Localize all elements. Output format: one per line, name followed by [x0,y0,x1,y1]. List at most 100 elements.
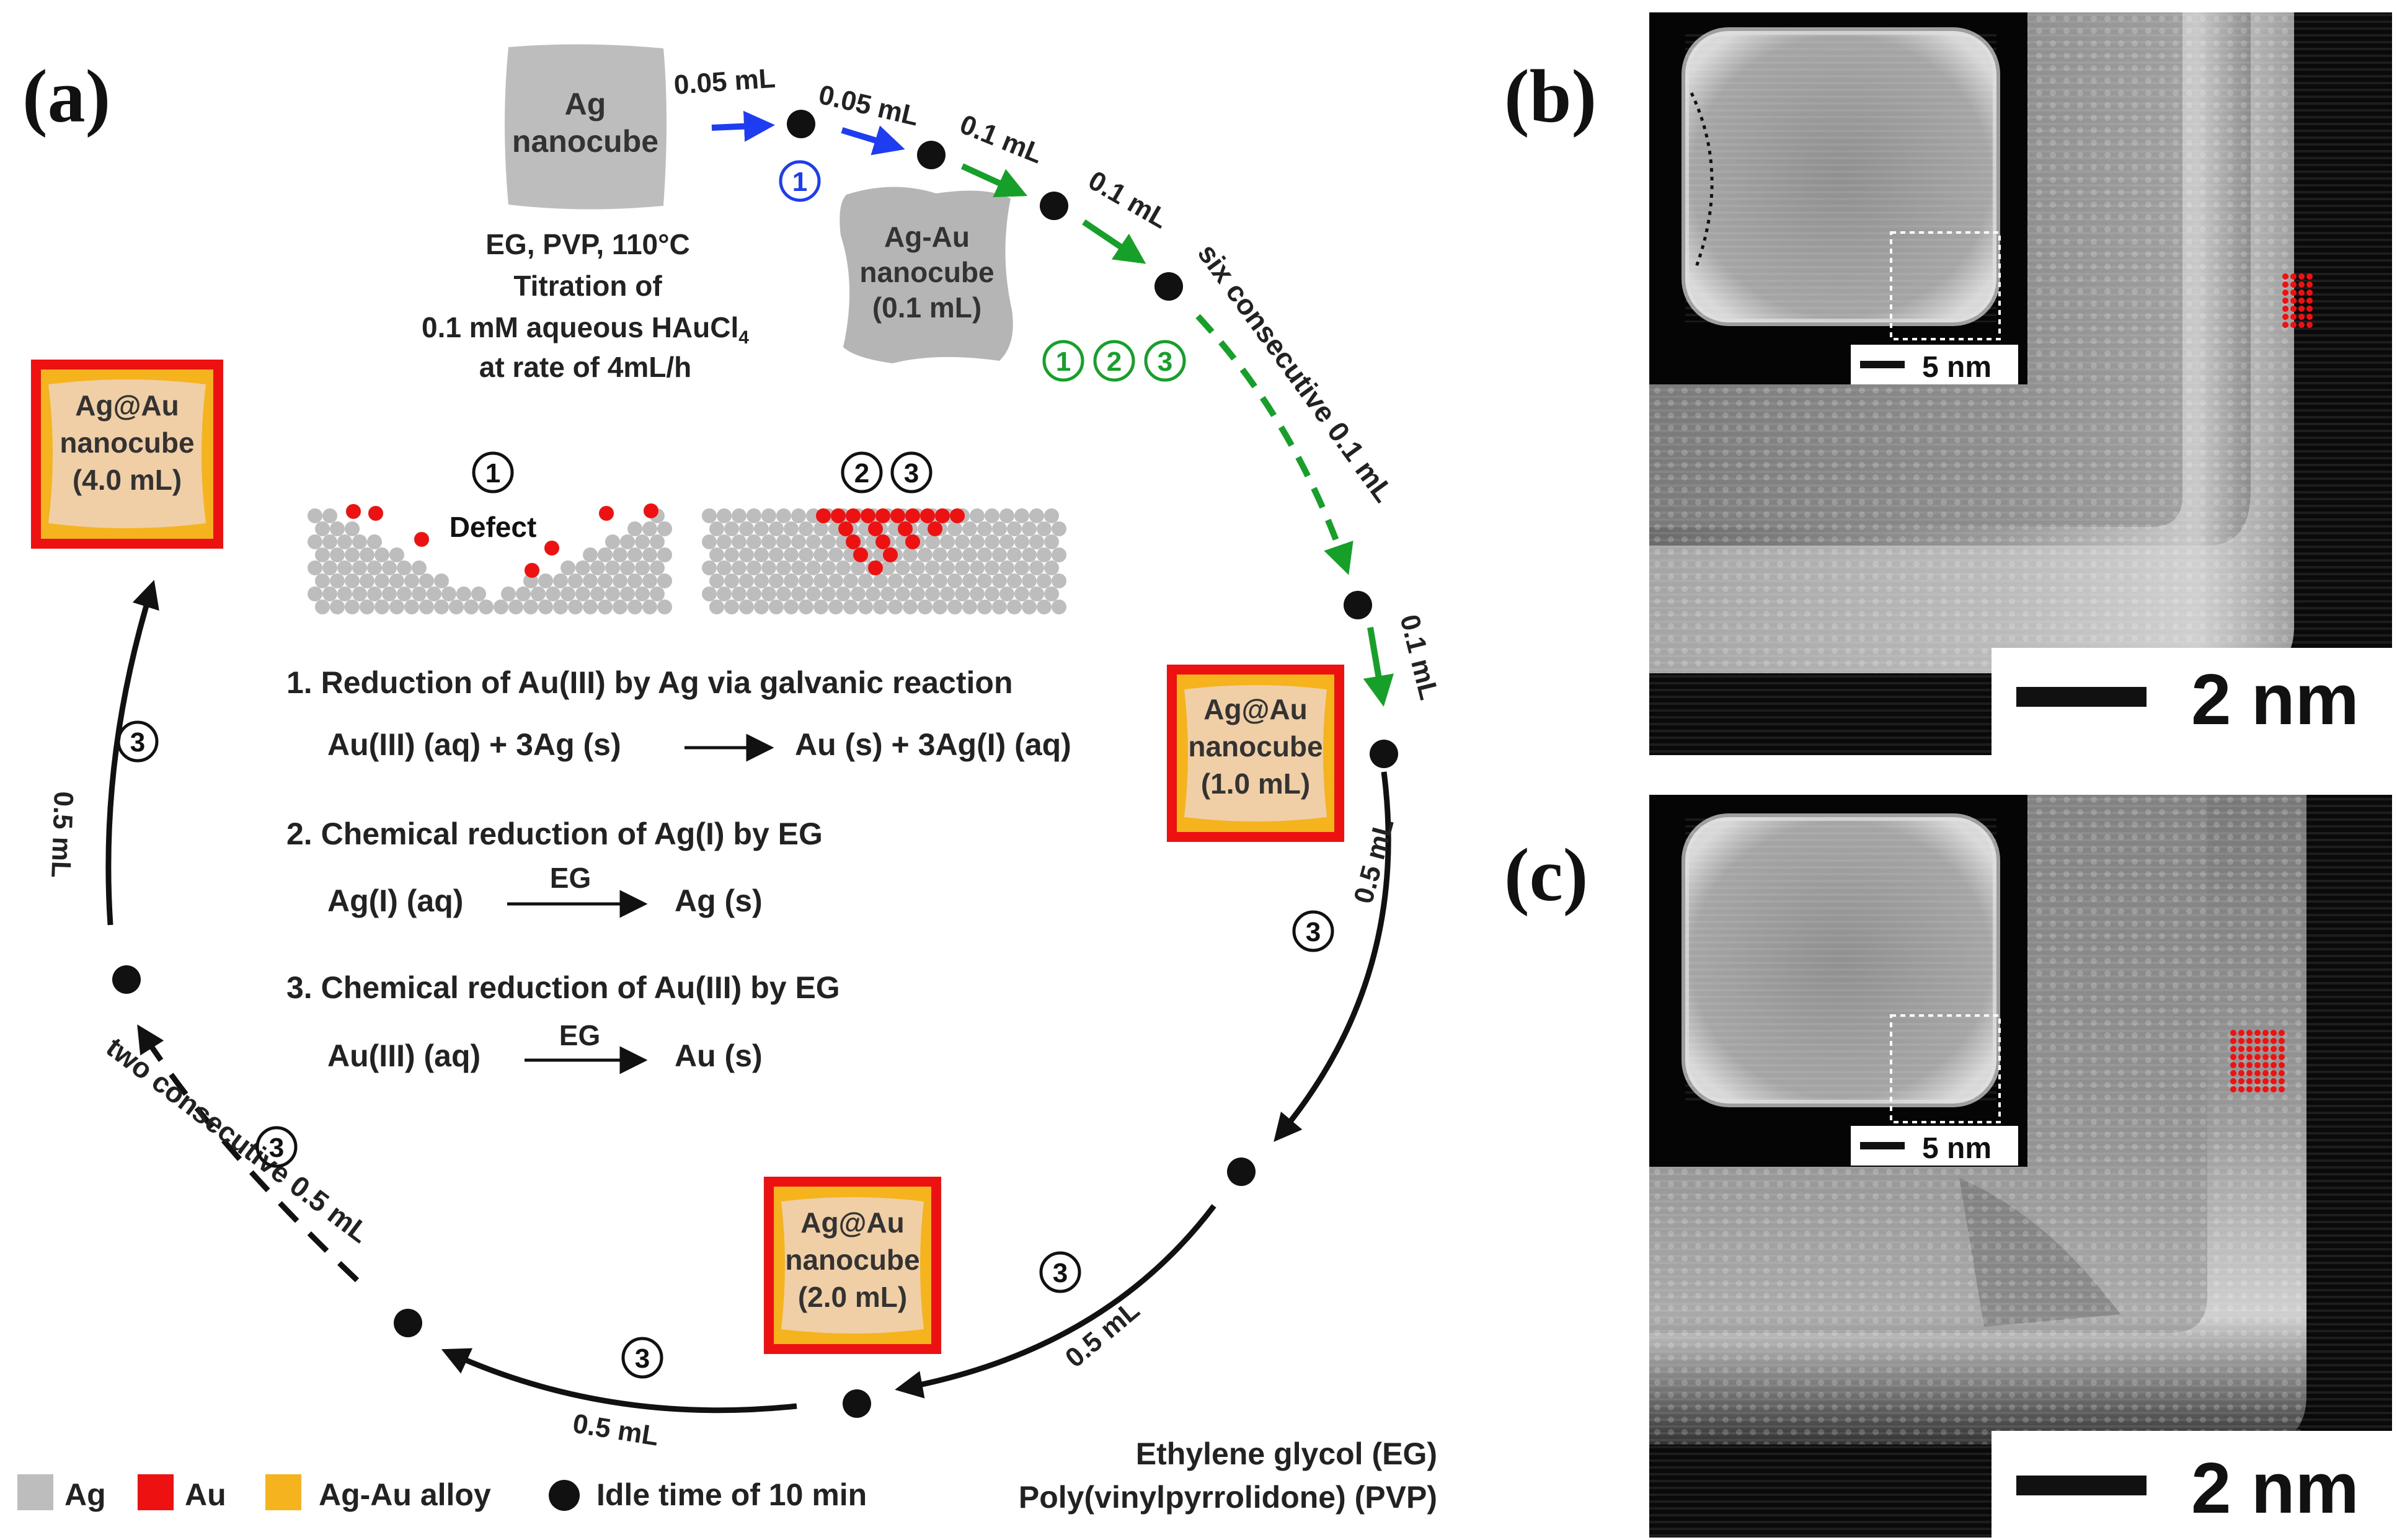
legend-swatch-au [138,1474,174,1510]
ag-atom [434,600,449,614]
ag-atom [880,586,895,601]
au-atom [838,521,853,536]
lattice-dot [2262,1046,2269,1052]
ag-atom [858,573,873,588]
ag-atom [955,560,970,575]
lattice-dot [2306,281,2313,288]
ag-atom [620,534,635,549]
ag-atom [583,600,598,614]
legend-swatch-idle [549,1480,580,1511]
ag-atom [970,508,985,523]
ag-atom [345,600,360,614]
ag-atom [330,521,345,536]
step-marker-green-3 [1144,340,1186,382]
ag-atom [1014,534,1029,549]
lattice-dot [2238,1038,2244,1044]
step-marker-3-right [1292,910,1334,952]
reaction-2-title: 2. Chemical reduction of Ag(I) by EG [286,816,823,851]
ag-atom [739,600,754,614]
lattice-dot [2246,1062,2253,1068]
lattice-dot [2282,273,2288,280]
ag-atom [709,600,724,614]
lattice-dot [2282,298,2288,304]
ag-atom [1014,508,1029,523]
ag-atom [568,600,583,614]
au-atom [898,521,913,536]
au-atom [920,508,935,523]
au-atom [346,504,361,519]
ag-atom [1037,600,1052,614]
reaction-1-left: Au(III) (aq) + 3Ag (s) [327,727,621,762]
lattice-dot [2290,314,2297,320]
step-marker-blue-1-text: 1 [792,167,807,197]
ag-atom [404,573,419,588]
scalebar-inset-b-label: 5 nm [1922,351,1992,384]
ag-atom [977,600,992,614]
step-marker-layer-3 [890,451,933,493]
au-atom [875,534,890,549]
lattice-dot [2254,1038,2261,1044]
ag-atom [605,560,620,575]
ag-atom [843,600,858,614]
ag-atom [412,560,427,575]
ag-atom [940,586,955,601]
ag-atom [739,573,754,588]
ag-atom [523,600,538,614]
ag-atom [962,547,977,562]
lattice-dot [2282,322,2288,328]
lattice-dot [2254,1086,2261,1092]
step-marker-3-bottom [621,1337,663,1379]
step-marker-3-bottomright [1039,1251,1081,1293]
titration-path-top [711,110,1394,707]
idle-dot [1154,272,1183,301]
panel-b-label: (b) [1504,55,1597,138]
conditions-line-2: Titration of [513,270,662,302]
step-marker-3-right-text: 3 [1306,917,1321,947]
ag-atom [508,600,523,614]
ag-atom [992,573,1007,588]
ag-atom [761,560,776,575]
ag-atom [851,586,866,601]
ag-atom [538,600,553,614]
zoom-box-b [1890,231,2001,340]
au-atom [905,508,920,523]
lattice-dot [2254,1046,2261,1052]
lattice-dot [2230,1030,2236,1036]
lattice-dot [2230,1038,2236,1044]
lattice-dot [2279,1038,2285,1044]
lattice-dot [2238,1078,2244,1084]
vol-label-01a: 0.1 mL [955,109,1047,170]
ag-atom [441,586,456,601]
ag-atom [754,600,769,614]
defect-label: Defect [450,511,537,543]
reaction-3-title: 3. Chemical reduction of Au(III) by EG [286,970,840,1005]
vol-label-05-left: 0.5 mL [45,791,79,878]
ag-atom [791,508,806,523]
ag-atom [337,586,352,601]
legend: Ag Au Ag-Au alloy Idle time of 10 min Et… [17,1436,1437,1515]
step-marker-3-bottomleft-text: 3 [269,1133,284,1163]
lattice-dot [2254,1070,2261,1076]
red-dot-grid-b [2282,273,2313,328]
ag-atom [709,521,724,536]
ag-atom [717,534,732,549]
lattice-dot [2279,1054,2285,1060]
ag-atom [1044,560,1059,575]
ag-atom [761,586,776,601]
ag-atom [367,560,382,575]
legend-label-pvp: Poly(vinylpyrrolidone) (PVP) [1019,1480,1437,1515]
ag-atom [970,560,985,575]
ag-atom [769,573,784,588]
ag-atom [345,573,360,588]
ag-atom [866,586,880,601]
lattice-dot [2306,314,2313,320]
arrow-to-point-8 [441,1348,797,1414]
ag-atom [992,600,1007,614]
lattice-dot [2306,322,2313,328]
green-dashed-arrow [1195,314,1354,575]
ag-atom [449,600,464,614]
ag-atom [494,600,508,614]
